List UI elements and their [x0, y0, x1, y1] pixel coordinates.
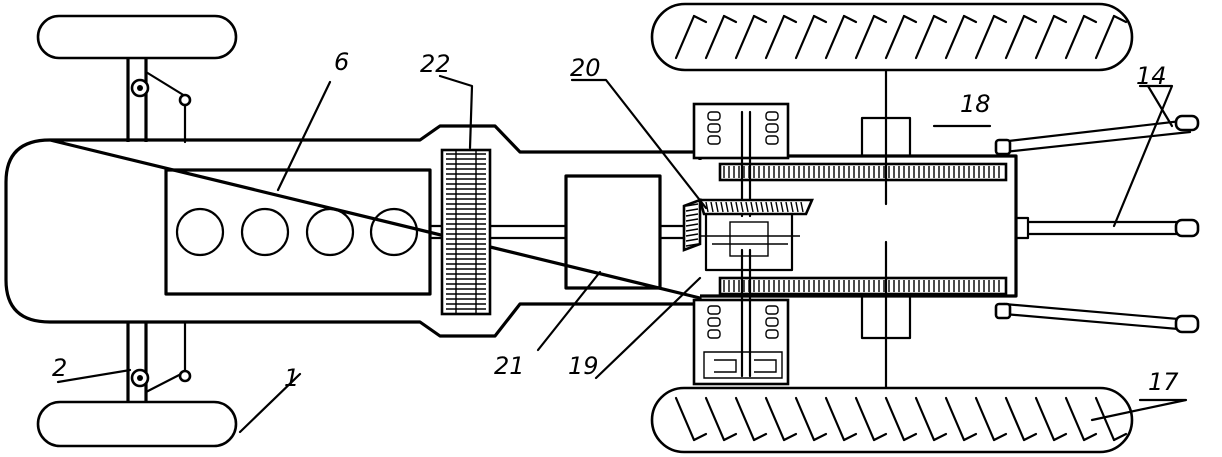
- rear-axle-plate: [1014, 216, 1030, 240]
- final-drive-upper: [718, 162, 1008, 182]
- label-18: 18: [960, 90, 991, 118]
- front-axle-bottom: [126, 320, 192, 402]
- label-6: 6: [334, 48, 349, 76]
- engine: [164, 168, 432, 296]
- label-19: 19: [568, 352, 599, 380]
- gearbox: [564, 174, 662, 290]
- label-14: 14: [1136, 62, 1167, 90]
- label-17: 17: [1148, 368, 1179, 396]
- label-22: 22: [420, 50, 451, 78]
- label-2: 2: [52, 354, 67, 382]
- rear-wheel-top: [650, 2, 1134, 72]
- rear-hitch: [994, 114, 1200, 334]
- rear-wheel-bottom: [650, 386, 1134, 454]
- label-1: 1: [284, 364, 299, 392]
- front-wheel-top: [36, 14, 238, 60]
- rear-hub-lower: [860, 240, 912, 392]
- label-20: 20: [570, 54, 601, 82]
- leader-lines: [56, 74, 1188, 434]
- drive-shaft: [428, 224, 688, 240]
- brake-upper: [692, 102, 790, 218]
- rear-hub-upper: [860, 68, 912, 206]
- front-axle-top: [126, 58, 192, 144]
- label-21: 21: [494, 352, 525, 380]
- front-wheel-bottom: [36, 400, 238, 448]
- flywheel: [440, 148, 492, 316]
- brake-lower: [692, 248, 790, 386]
- bevel-gear: [682, 198, 814, 252]
- final-drive-lower: [718, 276, 1008, 296]
